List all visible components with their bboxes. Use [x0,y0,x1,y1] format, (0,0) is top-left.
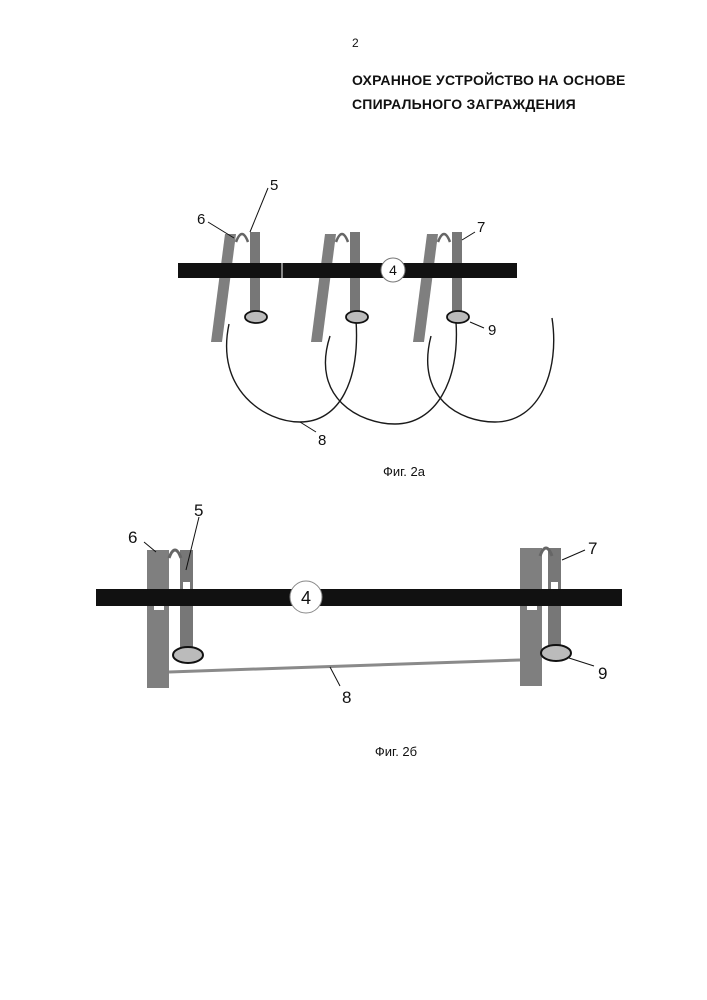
document-title: ОХРАННОЕ УСТРОЙСТВО НА ОСНОВЕ СПИРАЛЬНОГ… [352,68,672,116]
label-5: 5 [194,501,203,520]
figure-2b-caption: Фиг. 2б [336,744,456,759]
ring [173,647,203,663]
label-4: 4 [389,262,397,278]
clip-hook [438,234,450,242]
post-group-2 [311,232,368,342]
label-6: 6 [128,528,137,547]
slanted-post [413,234,438,342]
title-line-1: ОХРАННОЕ УСТРОЙСТВО НА ОСНОВЕ [352,68,672,92]
straight-wire [169,660,520,672]
label-5: 5 [270,177,278,194]
label-8: 8 [342,688,351,707]
beam [178,263,517,278]
title-line-2: СПИРАЛЬНОГО ЗАГРАЖДЕНИЯ [352,92,672,116]
clip-hook [336,234,348,242]
ring [447,311,469,323]
post-group-3 [413,232,469,342]
label-7: 7 [477,219,485,236]
clip-hook [169,550,181,558]
post-group-left [147,550,203,688]
outer-post [520,548,542,686]
clip-hook [540,548,552,556]
clip-hook [236,234,248,242]
beam [96,589,622,606]
figure-2a-caption: Фиг. 2а [344,464,464,479]
outer-post [147,550,169,688]
ring [541,645,571,661]
label-9: 9 [488,322,496,339]
figure-2b: 4 6 5 7 9 8 [0,490,707,730]
label-4: 4 [301,588,311,608]
post-group-1 [211,232,267,342]
figure-2a: 4 6 5 7 9 8 [0,160,707,460]
ring [245,311,267,323]
ring [346,311,368,323]
post-group-right [520,548,571,686]
label-6: 6 [197,211,205,228]
spiral-wire [227,318,554,424]
label-8: 8 [318,432,326,449]
label-7: 7 [588,539,597,558]
slanted-post [211,234,236,342]
label-9: 9 [598,664,607,683]
slanted-post [311,234,336,342]
page-number: 2 [352,36,359,50]
